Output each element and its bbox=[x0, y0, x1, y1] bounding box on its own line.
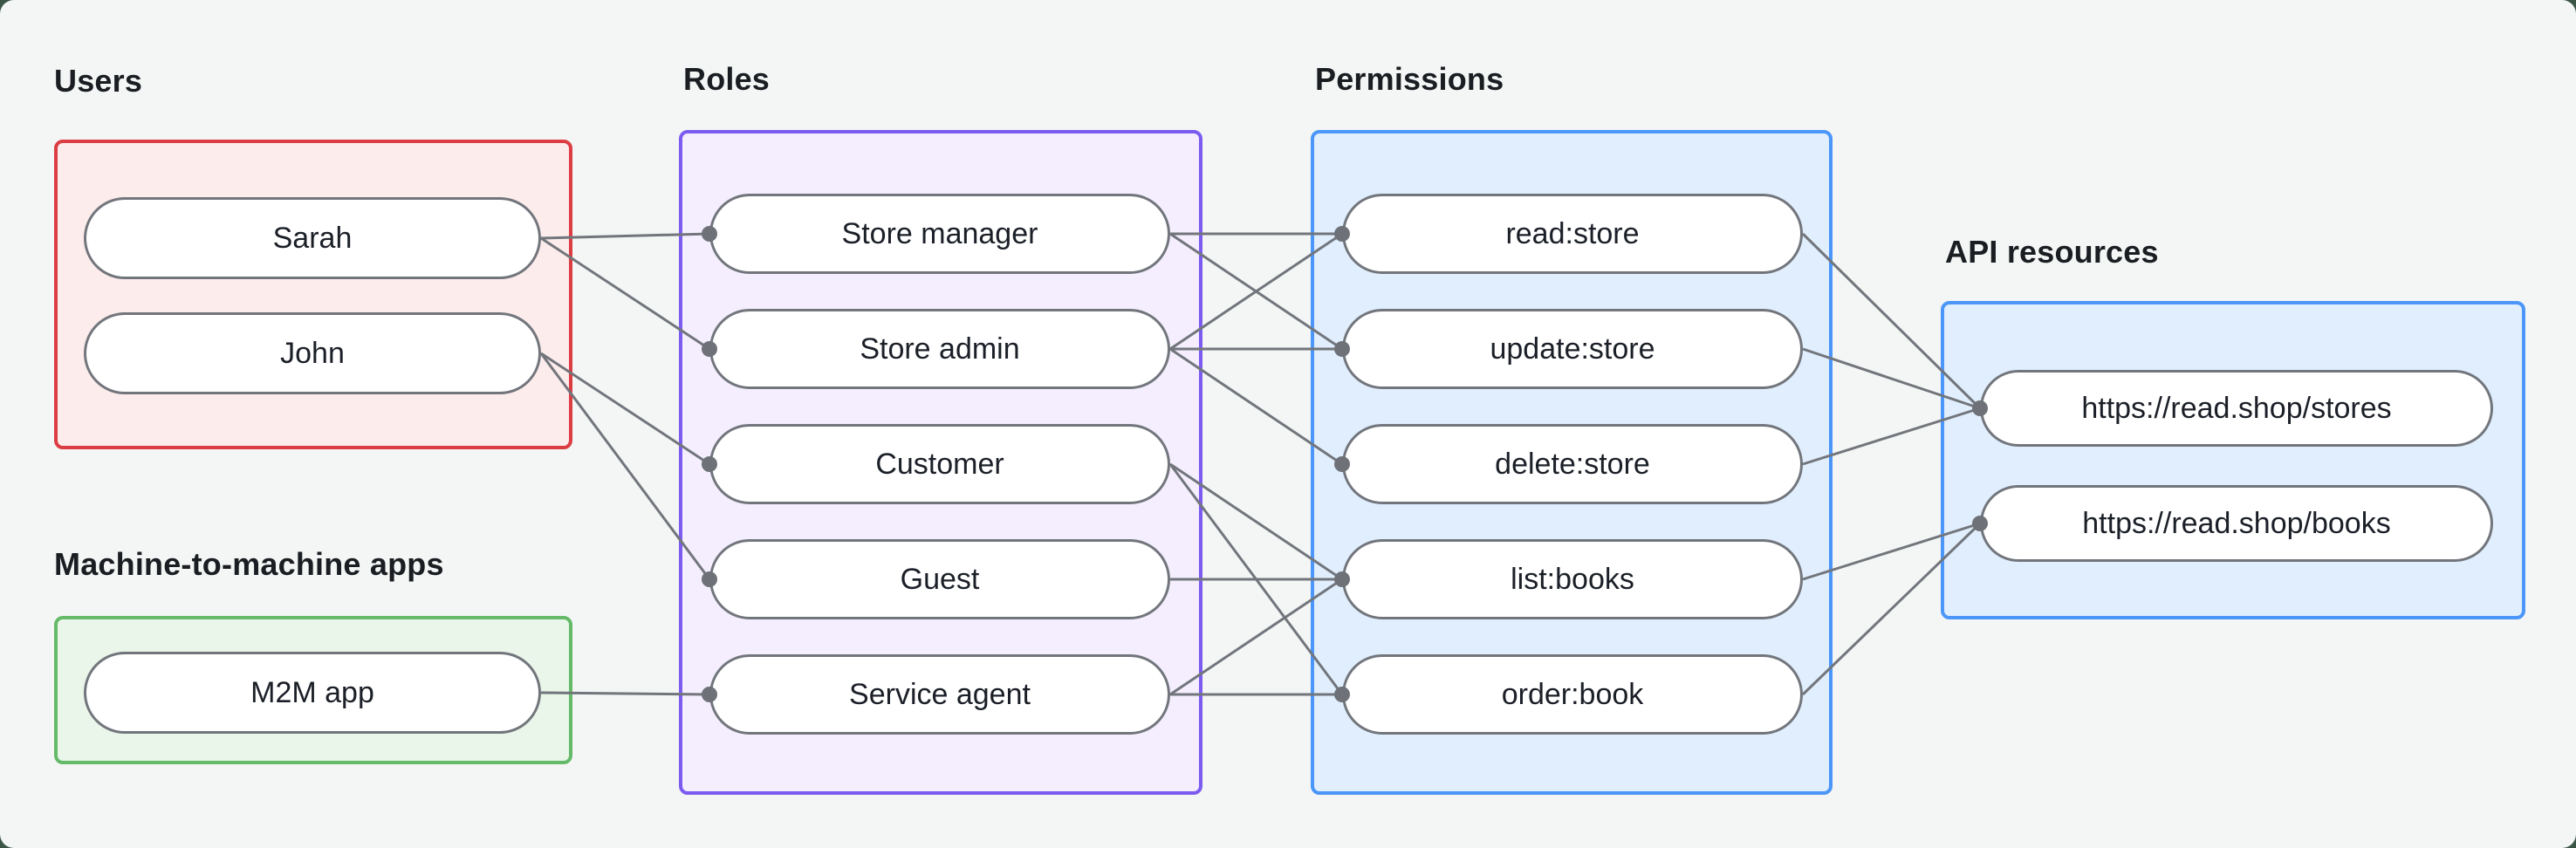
api-resources-group-box bbox=[1941, 301, 2525, 619]
role-node-service-agent: Service agent bbox=[709, 654, 1170, 735]
permission-node-delete-store: delete:store bbox=[1342, 424, 1803, 504]
m2m-app-node: M2M app bbox=[84, 652, 541, 734]
user-node-sarah: Sarah bbox=[84, 197, 541, 279]
permission-node-read-store: read:store bbox=[1342, 194, 1803, 274]
permission-node-update-store: update:store bbox=[1342, 309, 1803, 389]
user-node-john: John bbox=[84, 312, 541, 394]
permission-node-order-book: order:book bbox=[1342, 654, 1803, 735]
api-node-books: https://read.shop/books bbox=[1980, 485, 2493, 562]
m2m-section-label: Machine-to-machine apps bbox=[54, 546, 444, 582]
roles-section-label: Roles bbox=[683, 61, 771, 97]
role-node-store-admin: Store admin bbox=[709, 309, 1170, 389]
api-resources-section-label: API resources bbox=[1945, 234, 2159, 270]
role-node-store-manager: Store manager bbox=[709, 194, 1170, 274]
permission-node-list-books: list:books bbox=[1342, 539, 1803, 619]
role-node-guest: Guest bbox=[709, 539, 1170, 619]
permissions-section-label: Permissions bbox=[1315, 61, 1504, 97]
users-section-label: Users bbox=[54, 63, 143, 99]
users-group-box bbox=[54, 140, 572, 449]
role-node-customer: Customer bbox=[709, 424, 1170, 504]
api-node-stores: https://read.shop/stores bbox=[1980, 370, 2493, 447]
